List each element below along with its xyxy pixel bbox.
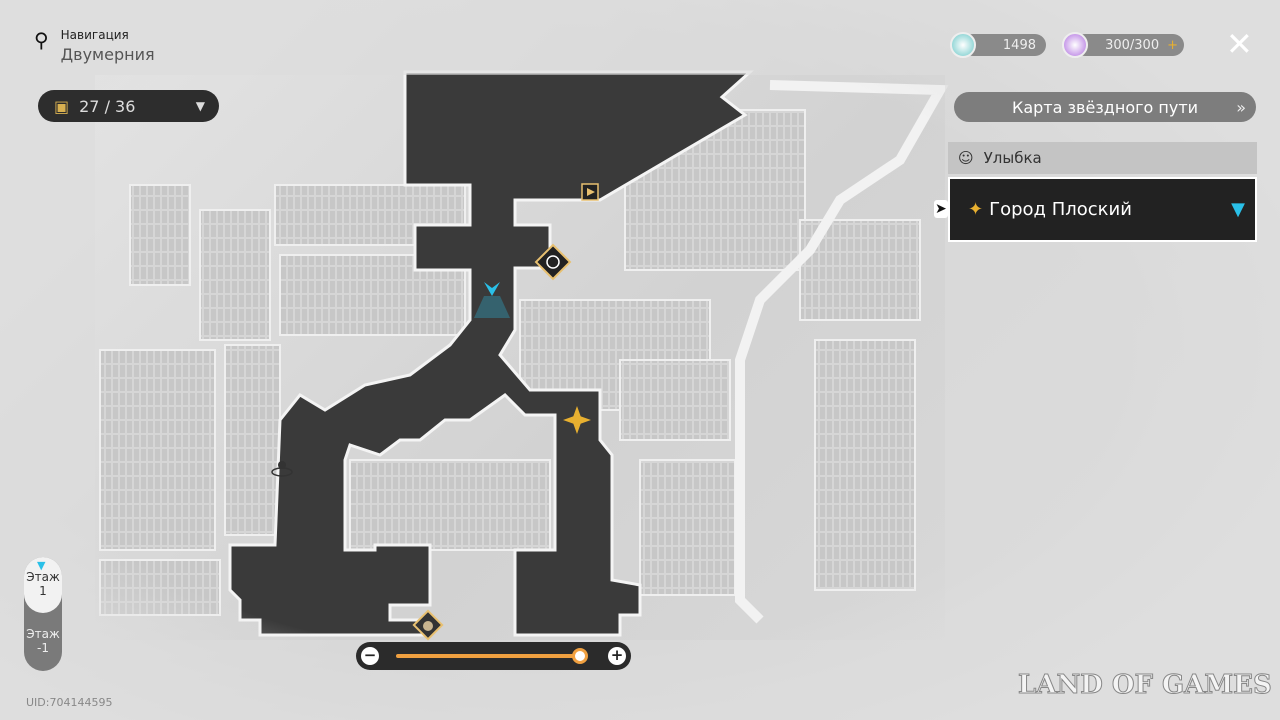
quest-marker-icon[interactable]	[534, 243, 572, 281]
trailblaze-power-value: 300/300	[1105, 37, 1160, 53]
space-anchor-icon: ✦	[968, 199, 984, 220]
stellar-jade-icon	[950, 32, 976, 58]
floor-number: 1	[39, 584, 47, 598]
player-position-icon	[474, 282, 510, 318]
add-power-button[interactable]: +	[1167, 37, 1178, 53]
stellar-jade-counter: 1498	[962, 34, 1046, 56]
user-id: UID:704144595	[26, 696, 113, 709]
zoom-slider-track[interactable]	[396, 654, 586, 658]
map-name: Двумерния	[60, 45, 155, 64]
floor-label: Этаж	[26, 570, 60, 584]
watermark: LAND OF GAMES	[1018, 670, 1273, 701]
zoom-slider-handle[interactable]	[572, 648, 589, 664]
zoom-in-button[interactable]: +	[608, 647, 626, 665]
smile-icon: ☺	[958, 149, 974, 167]
chest-counter-dropdown[interactable]: ▣ 27 / 36 ▼	[38, 90, 219, 122]
trailblaze-power-icon	[1062, 32, 1088, 58]
exit-icon[interactable]	[581, 183, 599, 201]
navigation-label: Навигация	[60, 28, 129, 42]
location-pin-icon: ⚲	[34, 28, 49, 52]
floor-label: Этаж	[26, 627, 60, 641]
selection-pointer-icon: ➤	[934, 200, 948, 218]
location-item-selected[interactable]: ✦Город Плоский ▼	[948, 177, 1257, 242]
navigation-header: ⚲ Навигация Двумерния	[34, 28, 155, 64]
chevron-down-icon: ▼	[195, 99, 205, 113]
close-icon[interactable]: ✕	[1226, 25, 1253, 63]
floor-minus1-button[interactable]: Этаж-1	[24, 627, 62, 655]
stellar-jade-value: 1498	[1002, 37, 1036, 53]
chevron-right-icon: »	[1236, 97, 1246, 117]
location-name: Город Плоский	[989, 199, 1132, 220]
zoom-control: − +	[356, 642, 631, 670]
star-rail-map-button[interactable]: Карта звёздного пути »	[954, 92, 1256, 122]
region-name: Улыбка	[983, 149, 1042, 167]
zoom-out-button[interactable]: −	[361, 647, 379, 665]
npc-marker-icon[interactable]	[412, 609, 444, 641]
trailblaze-power-counter[interactable]: 300/300 +	[1074, 34, 1184, 56]
shop-icon[interactable]	[271, 461, 293, 477]
current-floor-icon: ▼	[37, 559, 46, 572]
floor-number: -1	[37, 641, 49, 655]
star-rail-map-label: Карта звёздного пути	[1011, 97, 1199, 117]
current-location-icon: ▼	[1231, 199, 1245, 220]
treasure-chest-icon: ▣	[54, 96, 70, 116]
region-header[interactable]: ☺ Улыбка	[948, 142, 1257, 174]
space-anchor-icon[interactable]	[563, 406, 591, 434]
chest-count: 27 / 36	[79, 96, 136, 116]
